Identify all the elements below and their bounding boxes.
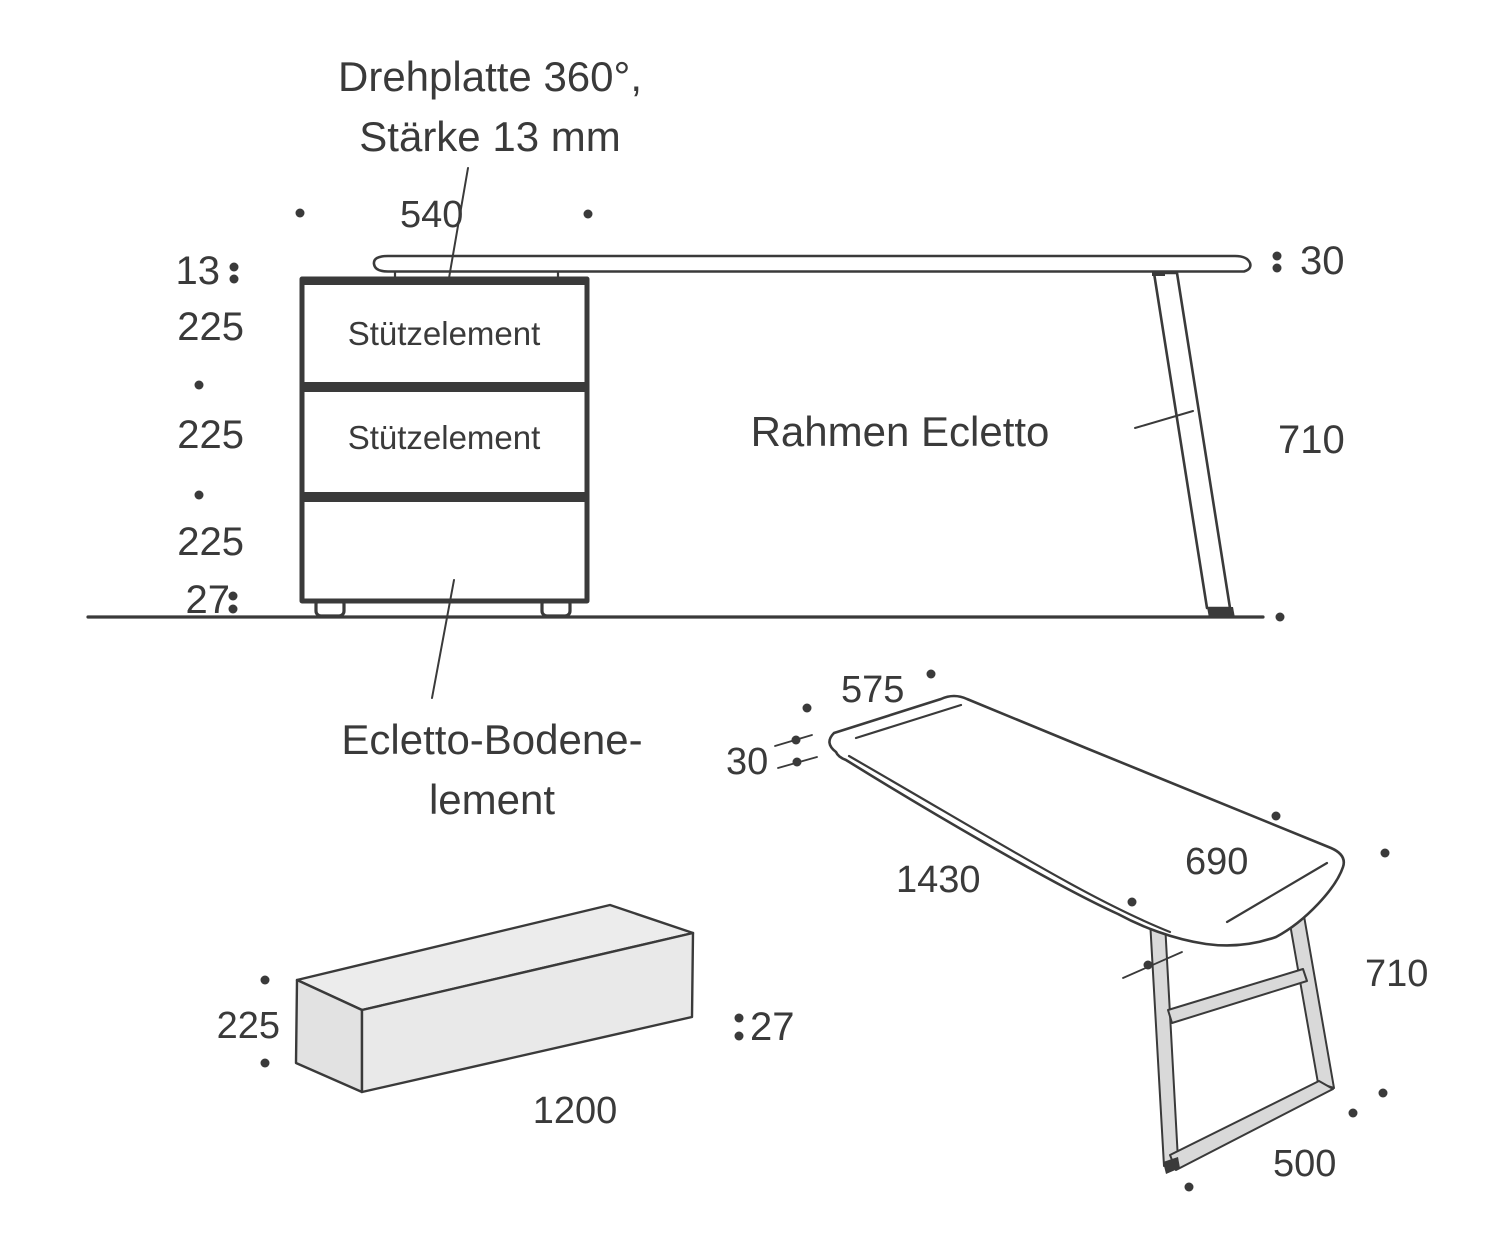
plate-note-line2: Stärke 13 mm [359,112,621,160]
tabletop-side [372,254,1252,273]
side-view-figure [86,167,1285,699]
dim-element-length: 1200 [532,1090,618,1132]
leader-floor-note [431,579,455,699]
dim-leg-depth-persp: 500 [1273,1143,1337,1185]
leg-side [1152,271,1232,610]
perspective-dimension-dots [791,669,1390,1192]
floor-note-line2: lement [428,775,556,823]
cabinet-divider-1 [304,382,585,392]
edge-line-left-end [854,703,963,740]
dim-element-height-3: 225 [177,520,244,564]
leg-rail-front [1149,919,1179,1167]
side-view-dimension-dots [194,208,1285,622]
dim-element-depth: 27 [750,1005,795,1049]
leg-rail-front-endcap [1163,1157,1180,1174]
dim-end-width-left: 575 [841,669,905,711]
dim-leg-height-side: 710 [1278,418,1345,462]
leg-crossbar [1167,968,1308,1024]
dim-element-height: 225 [216,1005,280,1047]
leg-foot [1207,607,1235,618]
frame-label: Rahmen Ecletto [750,408,1050,455]
leader-frame-label [1134,410,1194,429]
tabletop-perspective [828,694,1346,947]
dim-element-height-2: 225 [177,413,244,457]
leg-top-bracket [1152,271,1165,276]
dim-tabletop-thickness-side: 30 [1300,239,1345,283]
floor-element-figure [260,903,744,1094]
edge-line-front [847,754,1172,934]
support-element-2-label: Stützelement [347,419,541,456]
floor-note-line1: Ecletto-Bodene- [341,716,643,763]
dim-leg-height-persp: 710 [1365,953,1429,995]
plate-note-label: Drehplatte 360°, Stärke 13 mm [295,47,685,166]
dim-tabletop-thickness-persp: 30 [726,741,769,783]
dim-plinth-height: 27 [185,578,231,622]
box-front-face [360,931,695,1094]
leader-plate-note [448,167,469,279]
floor-note-label: Ecletto-Bodene- lement [310,710,674,829]
edge-line-right-end [1225,861,1329,924]
element-dimension-dots [260,975,744,1068]
cabinet-top-band [301,277,588,285]
dim-element-height-1: 225 [177,305,244,349]
support-element-1-label: Stützelement [347,315,541,352]
cabinet-divider-2 [304,492,585,502]
dim-top-width: 540 [400,194,464,236]
plate-note-line1: Drehplatte 360°, [338,53,642,100]
dim-length-persp: 1430 [896,859,981,901]
dim-plate-thickness: 13 [175,249,221,293]
perspective-figure [774,669,1390,1192]
dim-end-width-right: 690 [1185,841,1249,883]
